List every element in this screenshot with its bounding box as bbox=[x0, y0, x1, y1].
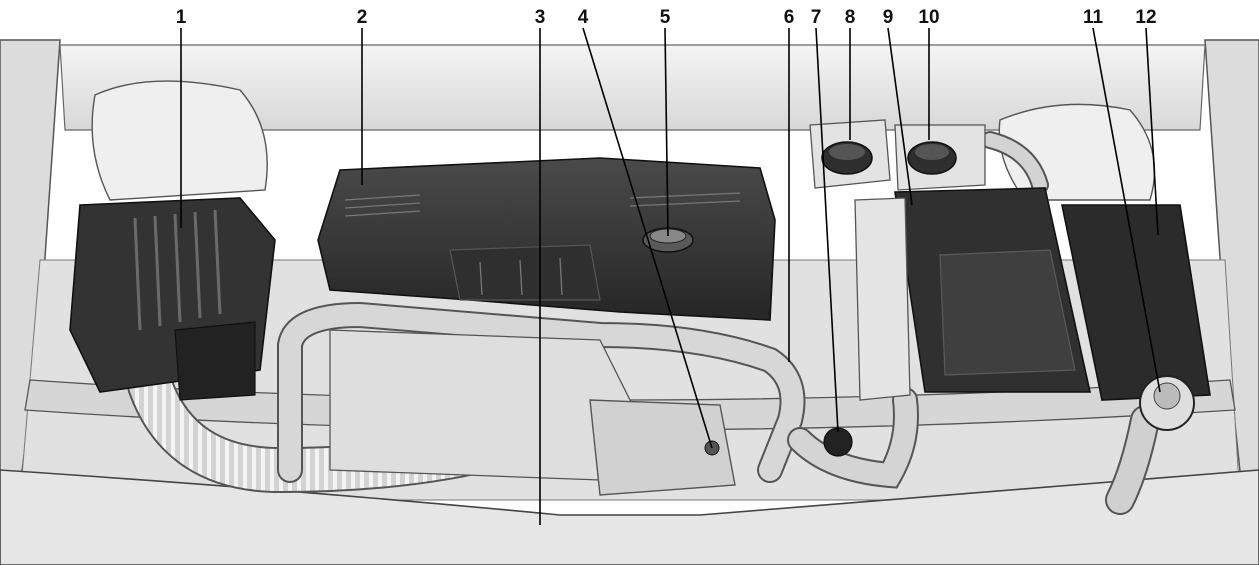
callout-5: 5 bbox=[660, 7, 671, 28]
callout-10: 10 bbox=[918, 7, 939, 28]
callout-6: 6 bbox=[784, 7, 795, 28]
air-cleaner-assembly bbox=[70, 198, 275, 400]
callout-11: 11 bbox=[1083, 7, 1104, 28]
radiator-core bbox=[855, 198, 910, 400]
callout-12: 12 bbox=[1135, 7, 1156, 28]
callout-4: 4 bbox=[578, 7, 589, 28]
callout-numbers: 1 2 3 4 5 6 7 8 9 10 11 12 bbox=[176, 7, 1157, 28]
engine-cover-center-panel bbox=[450, 245, 600, 300]
radiator-cap-inner bbox=[1154, 383, 1180, 409]
callout-1: 1 bbox=[176, 7, 187, 28]
callout-2: 2 bbox=[357, 7, 368, 28]
radiator bbox=[855, 198, 910, 400]
callout-8: 8 bbox=[845, 7, 856, 28]
power-steering-cap bbox=[824, 428, 852, 456]
air-cleaner-outlet bbox=[175, 322, 255, 400]
left-strut-tower bbox=[92, 81, 267, 200]
washer-cap-top bbox=[915, 144, 949, 160]
callout-9: 9 bbox=[883, 7, 894, 28]
callout-3: 3 bbox=[535, 7, 546, 28]
coolant-cap-top bbox=[829, 144, 865, 160]
callout-7: 7 bbox=[811, 7, 822, 28]
